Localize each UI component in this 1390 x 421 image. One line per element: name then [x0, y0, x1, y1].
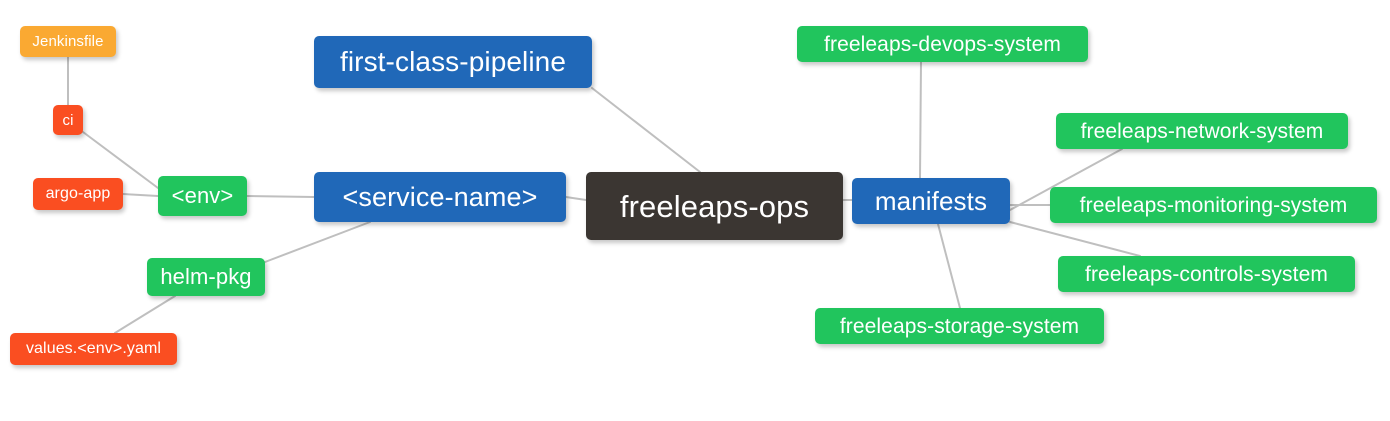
edge-env-to-argo-app [122, 193, 159, 197]
edge-manifests-to-freeleaps-storage-system [937, 223, 961, 309]
mindmap-node-label: <env> [171, 183, 234, 208]
mindmap-node-freeleaps-monitoring-system[interactable]: freeleaps-monitoring-system [1050, 187, 1377, 223]
mindmap-node-label: helm-pkg [160, 264, 252, 289]
mindmap-node-freeleaps-devops-system[interactable]: freeleaps-devops-system [797, 26, 1088, 62]
mindmap-node-jenkinsfile[interactable]: Jenkinsfile [20, 26, 116, 57]
mindmap-node-label: freeleaps-storage-system [839, 314, 1080, 338]
mindmap-node-label: freeleaps-devops-system [824, 32, 1061, 56]
mindmap-node-argo-app[interactable]: argo-app [33, 178, 123, 210]
mindmap-node-env[interactable]: <env> [158, 176, 247, 216]
mindmap-node-service-name[interactable]: <service-name> [314, 172, 566, 222]
mindmap-node-manifests[interactable]: manifests [852, 178, 1010, 224]
mindmap-node-label: values.<env>.yaml [25, 340, 162, 357]
mindmap-node-label: argo-app [45, 185, 111, 202]
mindmap-node-freeleaps-controls-system[interactable]: freeleaps-controls-system [1058, 256, 1355, 292]
mindmap-node-label: freeleaps-network-system [1080, 119, 1324, 143]
edge-freeleaps-ops-to-service-name [565, 196, 587, 201]
mindmap-node-label: freeleaps-monitoring-system [1079, 193, 1348, 217]
mindmap-node-label: ci [62, 111, 74, 129]
edge-manifests-to-freeleaps-devops-system [919, 61, 922, 179]
mindmap-node-label: first-class-pipeline [339, 46, 567, 77]
mindmap-node-label: Jenkinsfile [32, 33, 104, 50]
mindmap-node-label: manifests [874, 186, 988, 216]
edge-manifests-to-freeleaps-controls-system [1009, 221, 1141, 257]
mindmap-node-ci[interactable]: ci [53, 105, 83, 135]
edge-helm-pkg-to-values-env-yaml [114, 295, 176, 334]
edge-service-name-to-env [246, 195, 315, 198]
edge-freeleaps-ops-to-first-class-pipeline [591, 87, 701, 173]
mindmap-node-freeleaps-storage-system[interactable]: freeleaps-storage-system [815, 308, 1104, 344]
edge-service-name-to-helm-pkg [264, 221, 371, 263]
mindmap-node-values-env-yaml[interactable]: values.<env>.yaml [10, 333, 177, 365]
mindmap-node-label: <service-name> [342, 181, 538, 212]
mindmap-node-first-class-pipeline[interactable]: first-class-pipeline [314, 36, 592, 88]
mindmap-node-freeleaps-network-system[interactable]: freeleaps-network-system [1056, 113, 1348, 149]
mindmap-node-helm-pkg[interactable]: helm-pkg [147, 258, 265, 296]
mindmap-node-freeleaps-ops[interactable]: freeleaps-ops [586, 172, 843, 240]
mindmap-node-label: freeleaps-controls-system [1085, 262, 1328, 286]
mindmap-node-label: freeleaps-ops [619, 188, 810, 224]
